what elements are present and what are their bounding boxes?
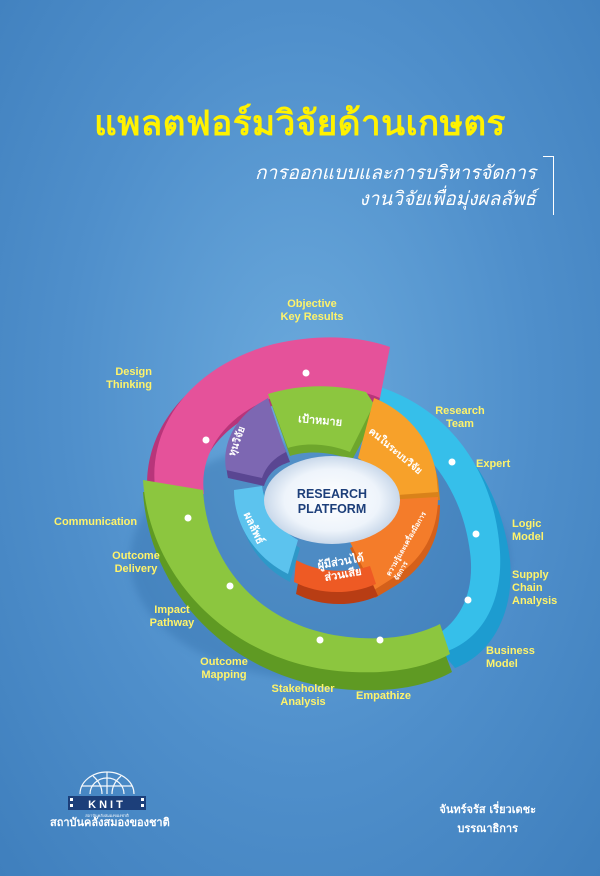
outer-segment-pink [147,337,390,505]
label-design-thinking: Design Thinking [80,366,152,392]
label-business-line-2: Model [486,658,518,670]
publisher-name: สถาบันคลังสมองของชาติ [50,816,170,829]
label-impact-pathway: Impact Pathway [132,604,212,630]
inner-segment-purple [225,398,290,486]
book-title: แพลตฟอร์มวิจัยด้านเกษตร [94,104,506,144]
label-supply-line-3: Analysis [512,595,558,607]
label-stakeholder-analysis: Stakeholder Analysis [258,683,348,709]
author-role: บรรณาธิการ [457,822,519,835]
label-outcome-delivery: Outcome Delivery [96,550,176,576]
label-stakeholder-line-2: Analysis [280,696,326,708]
label-design-line-1: Design [115,366,152,378]
subtitle-bracket [543,156,554,215]
label-team-line-1: Research [435,405,485,417]
subtitle-line-2: งานวิจัยเพื่อมุ่งผลลัพธ์ [359,188,536,210]
author-name: จันทร์จรัส เรี่ยวเดชะ [439,803,536,816]
label-logic-line-2: Model [512,531,544,543]
label-business-model: Business Model [486,645,535,671]
center-disc [264,456,400,544]
inner-segment-green [268,386,378,460]
center-label-line-2: PLATFORM [297,502,367,516]
label-team-line-2: Team [446,418,474,430]
logo-text: KNIT [88,799,126,811]
label-okr-line-1: Objective [287,298,337,310]
label-business-line-1: Business [486,645,535,657]
subtitle-line-1: การออกแบบและการบริหารจัดการ [254,162,536,184]
label-delivery-line-2: Delivery [114,563,158,575]
inner-segment-light-blue [234,486,300,582]
label-logic-line-1: Logic [512,518,542,530]
label-supply-chain: Supply Chain Analysis [512,569,557,608]
center-label-line-1: RESEARCH [296,487,368,501]
center-label: RESEARCH PLATFORM [262,487,402,517]
label-delivery-line-1: Outcome [112,550,160,562]
label-okr-line-2: Key Results [280,311,344,323]
label-empathize: Empathize [356,690,412,702]
label-research-team: Research Team [420,405,500,431]
label-okr: Objective Key Results [262,298,362,324]
label-supply-line-2: Chain [512,582,543,594]
label-stakeholder-line-1: Stakeholder [271,683,335,695]
label-logic-model: Logic Model [512,518,544,544]
knit-logo-icon: KNIT สถาบันคลังสมองของชาติ [68,771,146,818]
logo-small-text: สถาบันคลังสมองของชาติ [85,813,129,818]
author-block: จันทร์จรัส เรี่ยวเดชะ บรรณาธิการ [439,800,536,838]
label-design-line-2: Thinking [106,379,152,391]
label-communication: Communication [54,516,138,528]
label-supply-line-1: Supply [512,569,549,581]
book-subtitle: การออกแบบและการบริหารจัดการ งานวิจัยเพื่… [255,160,536,212]
label-mapping-line-1: Outcome [200,656,248,668]
label-mapping-line-2: Mapping [201,669,247,681]
outer-segment-green [143,480,452,691]
label-outcome-mapping: Outcome Mapping [184,656,264,682]
label-pathway-line-2: Pathway [149,617,195,629]
label-expert: Expert [476,458,511,470]
label-pathway-line-1: Impact [154,604,190,616]
inner-segment-red-orange [294,560,378,605]
